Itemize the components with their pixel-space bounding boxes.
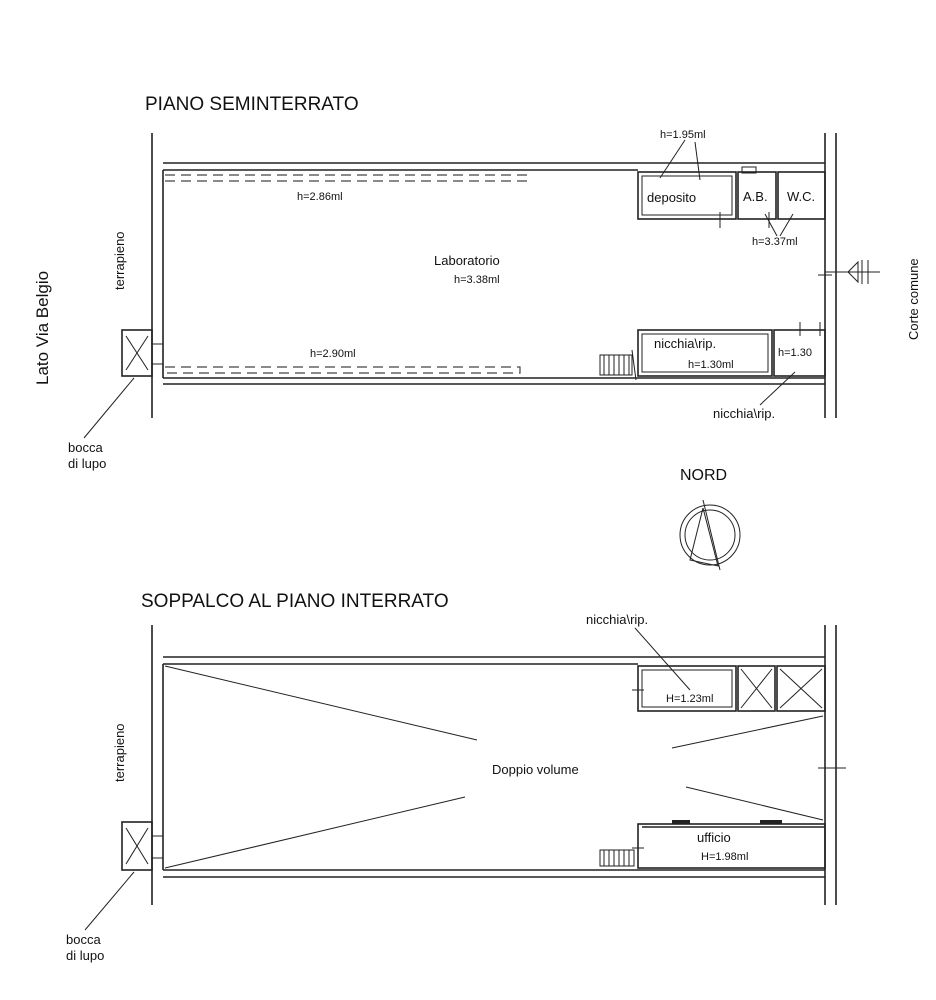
leader-lines-top [659,139,796,406]
doppio-volume-label: Doppio volume [492,762,579,777]
compass-icon [679,499,741,571]
deposito-room [637,171,737,220]
height-deposito: h=1.95ml [660,129,706,141]
entrance-mark [818,219,880,284]
nicchia-small-height: h=1.30 [778,347,812,359]
bocca-top-line2: di lupo [68,456,106,471]
top-dashed-beams [165,174,528,374]
bottom-plan-title: SOPPALCO AL PIANO INTERRATO [141,591,449,612]
top-plan-title: PIANO SEMINTERRATO [145,94,359,115]
nicchia-small-label: nicchia\rip. [713,406,775,421]
bocca-di-lupo-bottom [84,821,164,931]
height-ab-wc: h=3.37ml [752,236,798,248]
deposito-label: deposito [647,190,696,205]
ufficio-height: H=1.98ml [701,851,748,863]
double-volume-diagonals [164,665,824,869]
laboratorio-label: Laboratorio [434,253,500,268]
bottom-plan-walls [151,625,837,905]
terrapieno-bottom: terrapieno [112,723,127,782]
nicchia-main-height: h=1.30ml [688,359,734,371]
wc-label: W.C. [787,189,815,204]
terrapieno-top: terrapieno [112,231,127,290]
nicchia-bottom-label: nicchia\rip. [586,612,648,627]
ufficio-label: ufficio [697,830,731,845]
ufficio-room [632,820,826,869]
shaft-2 [776,665,826,712]
nicchia-main-label: nicchia\rip. [654,336,716,351]
ab-room [737,166,777,220]
stairs-bottom [599,849,635,867]
bocca-di-lupo-top [83,329,164,439]
lato-via-belgio-label: Lato Via Belgio [33,271,52,385]
bocca-bottom-line2: di lupo [66,948,104,963]
nicchia-bottom-room [632,665,737,712]
corte-comune-label: Corte comune [906,258,921,340]
nicchia-bottom-height: H=1.23ml [666,693,713,705]
bocca-bottom-line1: bocca [66,932,101,947]
north-label: NORD [680,467,727,484]
wc-room [777,171,826,220]
height-bottom-dashed: h=2.90ml [310,348,356,360]
shaft-1 [737,665,776,712]
ab-label: A.B. [743,189,768,204]
leader-line-bottom [634,627,691,691]
height-top-dashed: h=2.86ml [297,191,343,203]
bocca-top-line1: bocca [68,440,103,455]
stairs-top [599,349,637,381]
nicchia-main-room [637,329,773,377]
laboratorio-height: h=3.38ml [454,274,500,286]
